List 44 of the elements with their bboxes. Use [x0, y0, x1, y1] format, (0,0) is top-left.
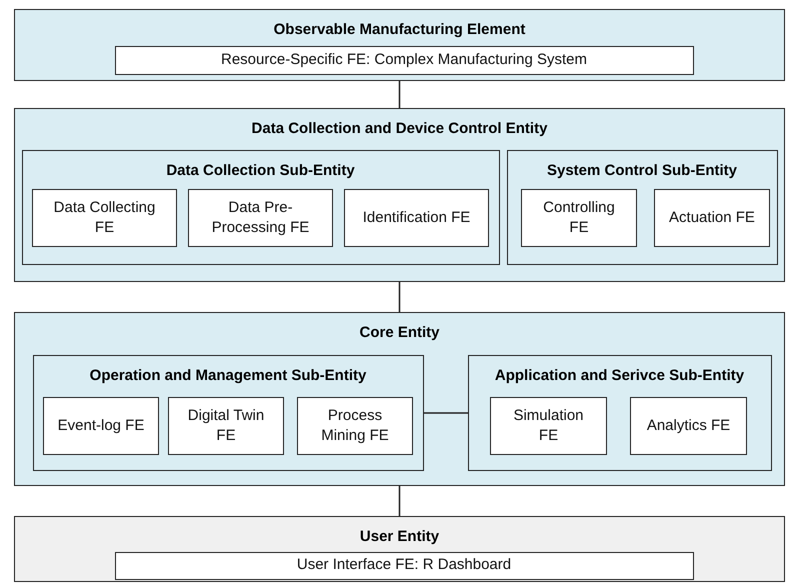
function-box: [297, 397, 413, 455]
box-label: Identification FE: [362, 208, 470, 228]
function-box: [344, 189, 489, 247]
function-box: [114, 552, 694, 580]
box-label: Data Pre-Processing FE: [210, 198, 310, 238]
entity-title: Application and Serivce Sub-Entity: [494, 366, 744, 386]
function-box: [654, 189, 770, 247]
connector-line: [424, 412, 468, 414]
box-label: User Interface FE: R Dashboard: [296, 555, 512, 576]
box-label: Resource-Specific FE: Complex Manufacturing System: [221, 50, 587, 70]
box-label: Event-log FE: [58, 416, 144, 436]
entity-box: [22, 150, 500, 264]
entity-title: Core Entity: [359, 324, 440, 343]
entity-box: [14, 516, 785, 582]
entity-title: Operation and Management Sub-Entity: [90, 366, 366, 386]
entity-box: [468, 354, 772, 470]
entity-box: [14, 108, 785, 282]
function-box: [43, 397, 159, 455]
entity-box: [14, 9, 785, 81]
function-box: [114, 46, 694, 74]
entity-title: User Entity: [360, 528, 440, 547]
box-label: Process Mining FE: [320, 406, 390, 446]
function-box: [521, 189, 637, 247]
function-box: [490, 397, 607, 455]
entity-title: Data Collection and Device Control Entity: [252, 120, 548, 139]
entity-box: [32, 354, 424, 470]
function-box: [32, 189, 177, 247]
function-box: [188, 189, 333, 247]
box-label: Data Collecting FE: [52, 198, 156, 238]
box-label: Digital Twin FE: [186, 406, 266, 446]
entity-title: System Control Sub-Entity: [546, 162, 737, 180]
box-label: Actuation FE: [669, 208, 755, 228]
connector-line: [398, 486, 400, 516]
entity-title: Data Collection Sub-Entity: [166, 162, 355, 180]
box-label: Analytics FE: [646, 416, 730, 436]
function-box: [630, 397, 747, 455]
entity-title: Observable Manufacturing Element: [274, 21, 526, 40]
function-box: [168, 397, 284, 455]
connector-line: [398, 81, 400, 108]
connector-line: [398, 282, 400, 312]
box-label: Controlling FE: [542, 198, 616, 238]
entity-box: [506, 150, 778, 264]
entity-box: [14, 312, 785, 486]
box-label: Simulation FE: [512, 406, 585, 446]
